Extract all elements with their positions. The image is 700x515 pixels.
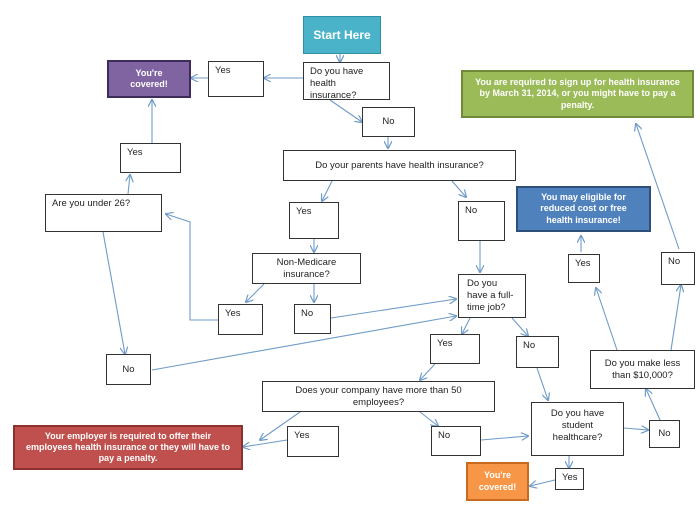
answer-no-box: No (294, 304, 331, 334)
arrow-yes-to-50emp (420, 363, 436, 380)
arrow-no-to-student-join (480, 436, 528, 440)
q-parents-box: Do your parents have health insurance? (283, 150, 516, 181)
answer-yes-box: Yes (218, 304, 263, 335)
arrow-50emp-to-no (419, 411, 438, 426)
q-student-box: Do you have student healthcare? (531, 402, 624, 456)
covered-bottom-box: You're covered! (466, 462, 529, 501)
eligible-box: You may eligible for reduced cost or fre… (516, 186, 651, 232)
arrow-no-to-student (536, 367, 548, 400)
covered-top-box: You're covered! (107, 60, 191, 98)
answer-no-box: No (458, 201, 505, 241)
answer-yes-box: Yes (120, 143, 181, 173)
arrow-yes-to-covered-bottom (530, 479, 556, 486)
answer-no-box: No (431, 426, 481, 456)
arrow-no-to-fulltime-join2 (151, 316, 456, 371)
answer-yes-box: Yes (287, 426, 339, 457)
arrow-fulltime-to-no (511, 317, 528, 336)
arrow-no-to-fulltime-join (330, 299, 456, 319)
answer-yes-box: Yes (568, 254, 600, 283)
answer-no-box: No (661, 252, 695, 285)
arrow-under26-to-no (102, 231, 125, 354)
q-50-employees-box: Does your company have more than 50 empl… (262, 381, 495, 412)
arrow-no-to-required (636, 124, 680, 250)
answer-no-box: No (362, 107, 415, 137)
required-signup-box: You are required to sign up for health i… (461, 70, 694, 118)
q-under26-box: Are you under 26? (45, 194, 162, 232)
arrow-nonmedicare-to-yes (246, 283, 265, 302)
arrow-q1-to-no (329, 99, 362, 122)
arrow-income-to-yes (596, 288, 618, 351)
q-income-box: Do you make less than $10,000? (590, 350, 695, 389)
answer-yes-box: Yes (289, 202, 339, 239)
arrow-no-to-income (646, 389, 661, 421)
q-non-medicare-box: Non-Medicare insurance? (252, 253, 361, 284)
start-box: Start Here (303, 16, 381, 54)
q-fulltime-box: Do you have a full-time job? (458, 274, 526, 318)
arrow-parents-to-yes (322, 180, 333, 201)
answer-yes-box: Yes (208, 61, 264, 97)
arrow-parents-to-no (451, 180, 466, 197)
answer-no-box: No (106, 354, 151, 385)
arrow-fulltime-to-yes (462, 317, 471, 334)
arrow-income-to-no (670, 285, 681, 351)
arrow-yes-to-under26 (166, 214, 218, 321)
employer-required-box: Your employer is required to offer their… (13, 425, 243, 470)
answer-yes-box: Yes (555, 468, 584, 490)
answer-no-box: No (516, 336, 559, 368)
arrow-under26-to-yes (128, 175, 130, 195)
q-have-insurance-box: Do you have health insurance? (303, 62, 390, 101)
answer-no-box: No (649, 420, 680, 448)
answer-yes-box: Yes (430, 334, 480, 364)
arrow-yes-to-employer (243, 439, 288, 447)
arrow-student-to-no (623, 428, 648, 430)
arrow-50emp-to-yes (260, 411, 301, 440)
